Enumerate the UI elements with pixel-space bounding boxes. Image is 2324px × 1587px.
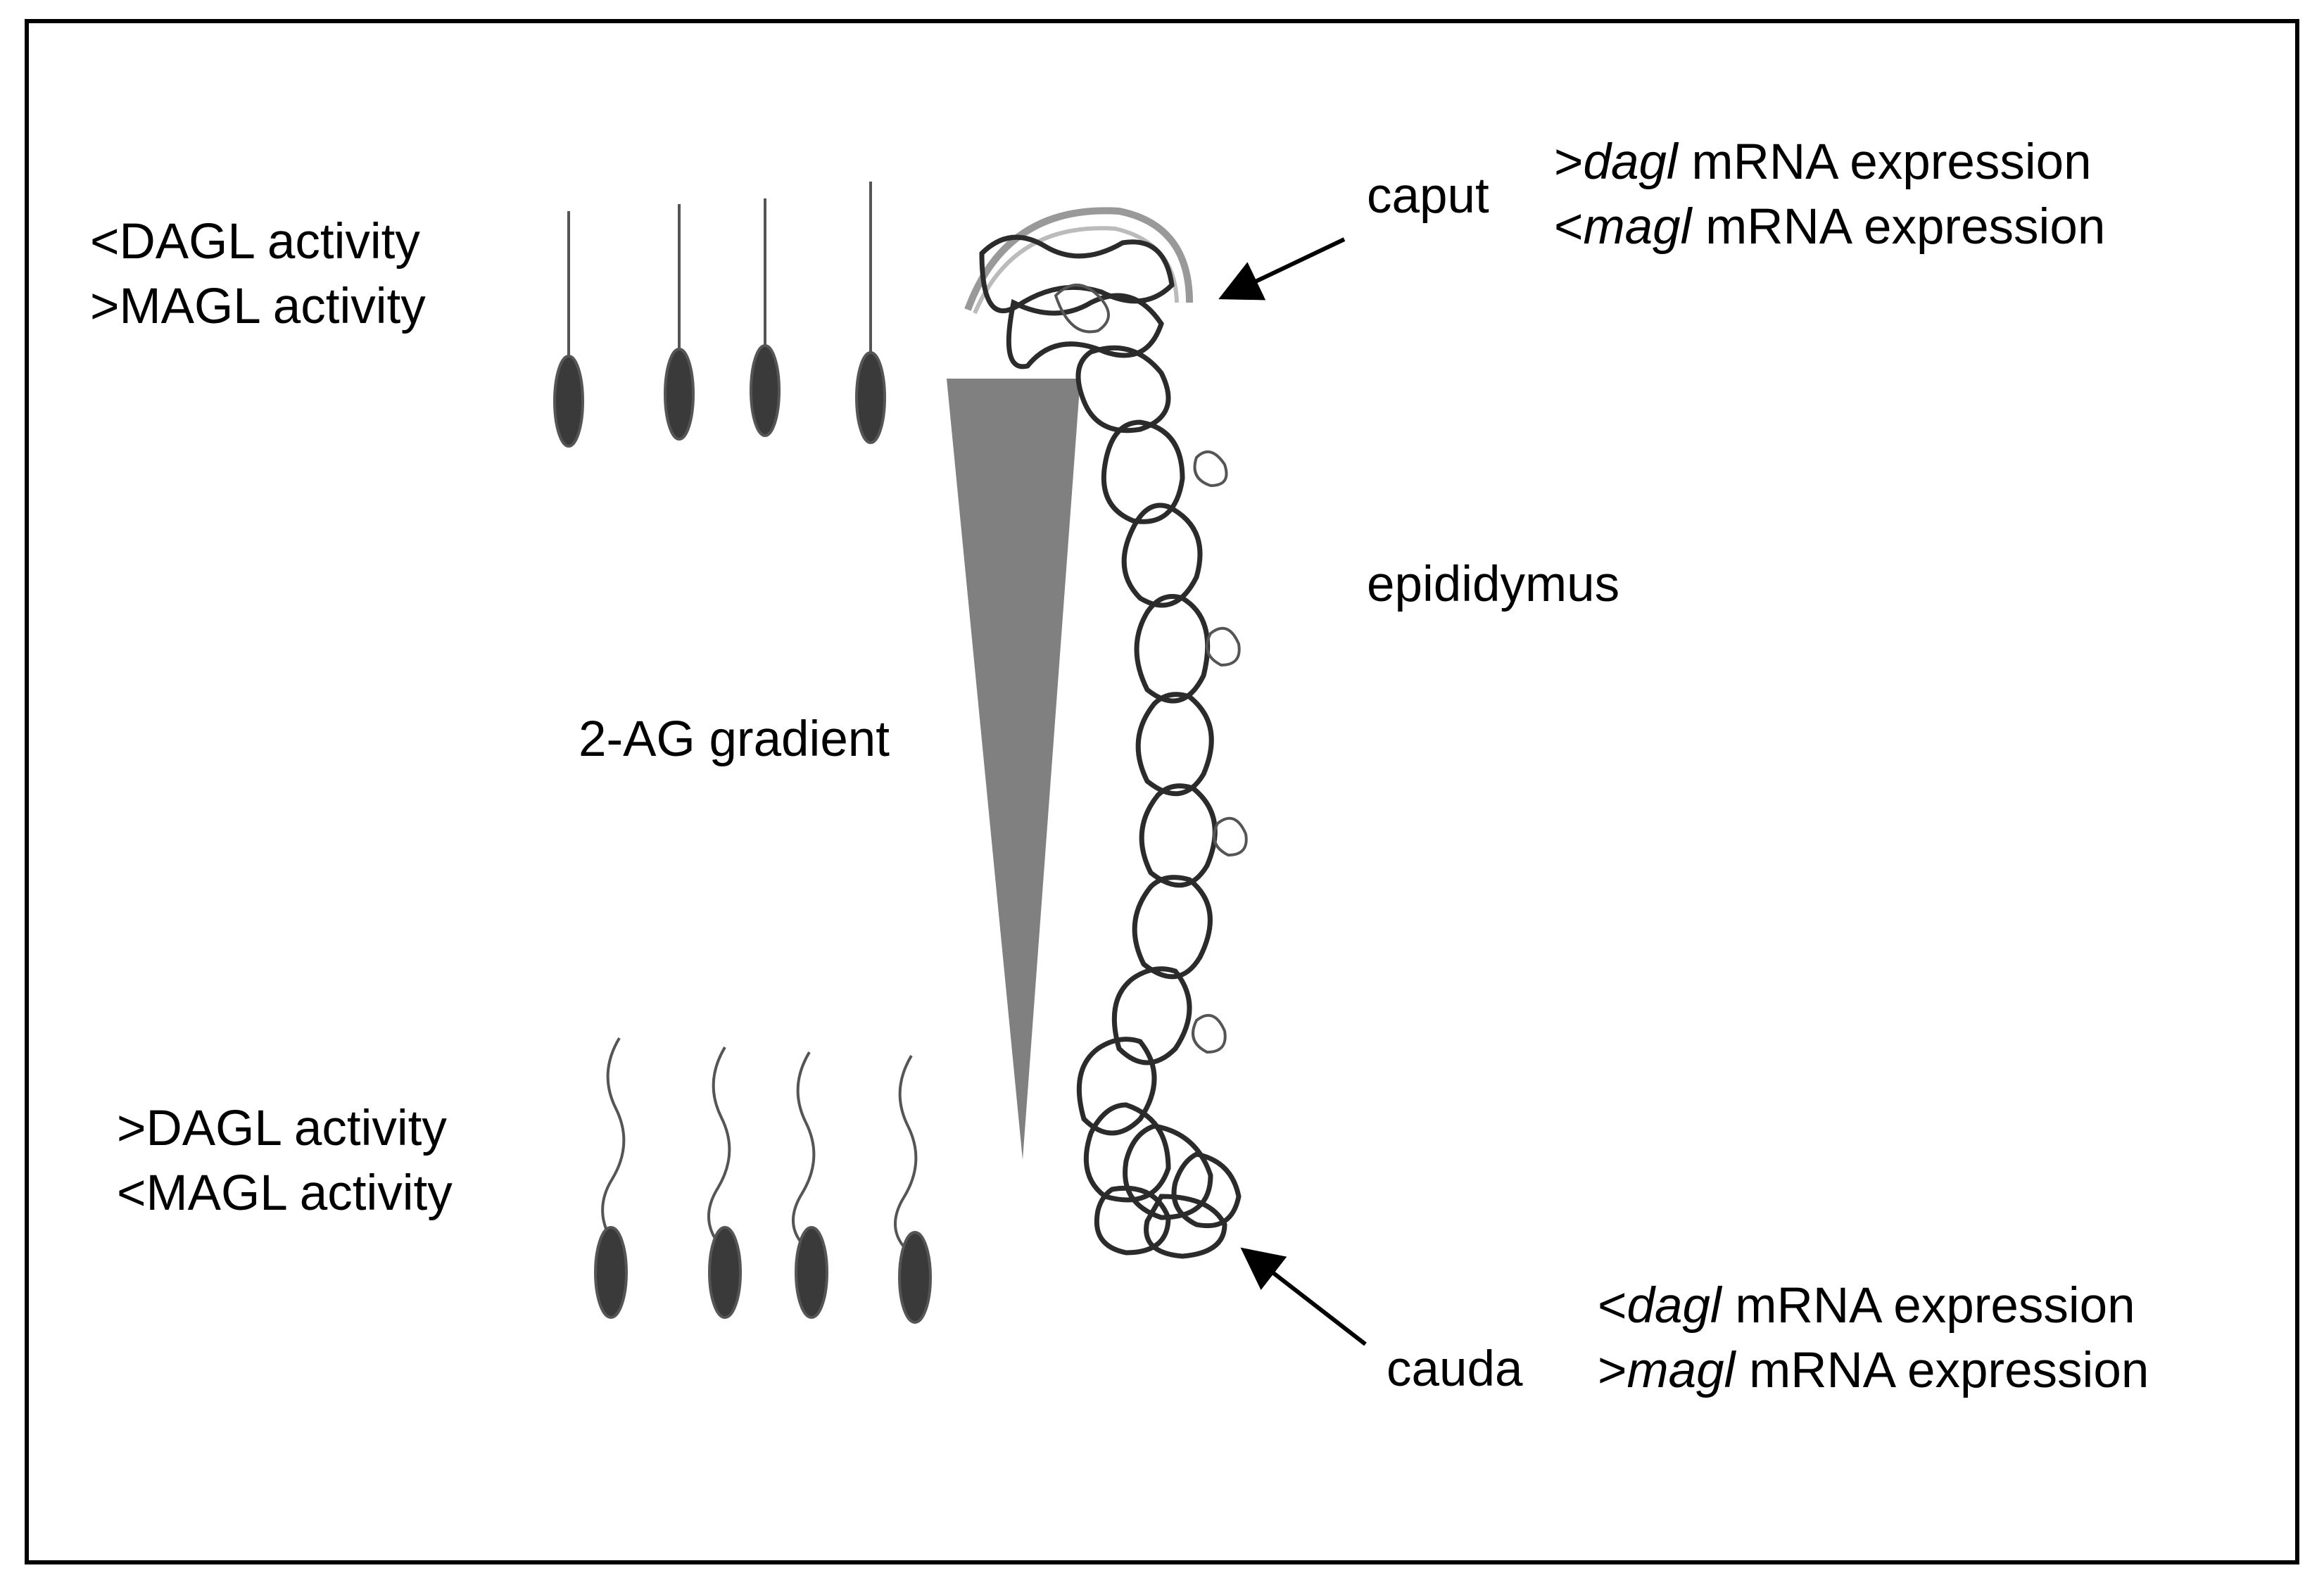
- bottom-left-line1: >DAGL activity: [117, 1101, 447, 1156]
- cauda-arrow: [1240, 1247, 1367, 1346]
- sperm-group-top: [553, 182, 886, 448]
- epididymis-coil: [979, 234, 1242, 1259]
- outer-frame: [25, 19, 2299, 1564]
- gradient-label: 2-AG gradient: [579, 712, 890, 767]
- gene-name: magl: [1627, 1343, 1736, 1399]
- sperm-bottom-1: [594, 1037, 628, 1319]
- epididymus-label: epididymus: [1367, 557, 1620, 612]
- sperm-bottom-4: [894, 1054, 932, 1324]
- caput-label: caput: [1367, 168, 1489, 224]
- cauda-expression-line1: <dagl mRNA expression: [1598, 1278, 2135, 1334]
- sperm-top-1: [553, 211, 584, 448]
- sperm-top-3: [750, 198, 781, 437]
- sperm-top-4: [855, 182, 886, 444]
- bottom-left-activity: >DAGL activity <MAGL activity: [117, 1096, 453, 1227]
- caput-expression: >dagl mRNA expression <magl mRNA express…: [1554, 130, 2105, 260]
- top-left-line1: <DAGL activity: [90, 214, 420, 270]
- gene-name: dagl: [1627, 1278, 1722, 1334]
- cauda-label: cauda: [1387, 1341, 1523, 1397]
- cauda-expression-line2: >magl mRNA expression: [1598, 1343, 2149, 1399]
- bottom-left-line2: <MAGL activity: [117, 1165, 453, 1222]
- top-left-line2: >MAGL activity: [90, 279, 426, 335]
- epididymis-caput-cap: [964, 207, 1193, 311]
- gene-name: magl: [1583, 199, 1692, 255]
- top-left-activity: <DAGL activity >MAGL activity: [90, 210, 426, 340]
- epididymis-coil-detail: [1054, 284, 1248, 1054]
- sperm-top-2: [664, 204, 695, 441]
- sperm-group-bottom: [594, 1037, 932, 1324]
- epididymis: [964, 207, 1248, 1259]
- caput-expression-line1: >dagl mRNA expression: [1554, 134, 2092, 190]
- sperm-bottom-3: [792, 1051, 828, 1319]
- cauda-expression: <dagl mRNA expression >magl mRNA express…: [1598, 1274, 2149, 1404]
- caput-expression-line2: <magl mRNA expression: [1554, 199, 2106, 255]
- caput-arrow: [1218, 237, 1346, 301]
- sperm-bottom-2: [707, 1046, 742, 1319]
- gene-name: dagl: [1583, 134, 1678, 190]
- gradient-wedge: [947, 379, 1080, 1160]
